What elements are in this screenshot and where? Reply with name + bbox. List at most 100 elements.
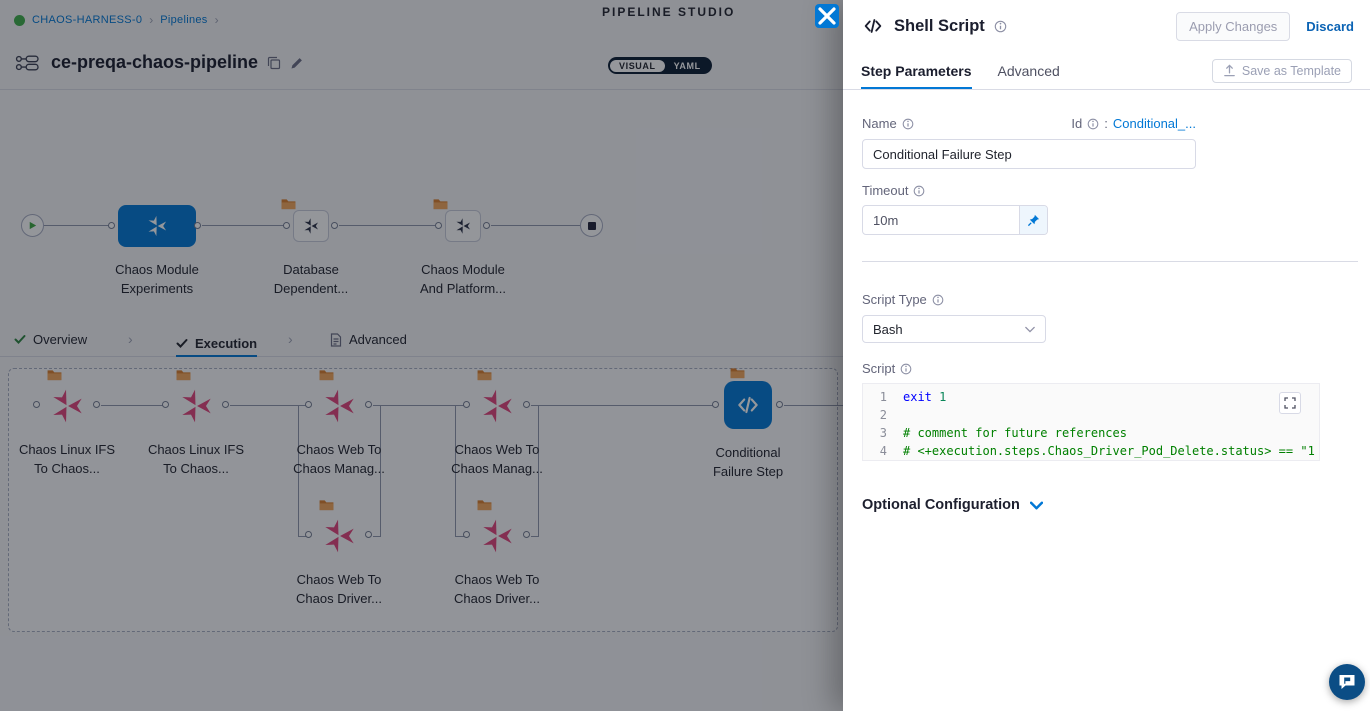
script-label: Script (862, 361, 896, 376)
step-node[interactable] (475, 384, 519, 428)
step-label[interactable]: Chaos Web To Chaos Manag... (293, 442, 385, 476)
save-as-template-button[interactable]: Save as Template (1211, 58, 1352, 83)
step-node[interactable] (45, 384, 89, 428)
input-type-pin-button[interactable] (1019, 206, 1047, 234)
connector-dot[interactable] (162, 401, 169, 408)
tab-label: Execution (195, 336, 258, 351)
connector-dot[interactable] (463, 401, 470, 408)
stage-tab-bar: Overview › Execution › Advanced (0, 324, 843, 357)
name-input[interactable] (862, 139, 1196, 169)
stage-label[interactable]: Chaos Module And Platform... (420, 262, 506, 296)
stage-node-chaos-module-experiments[interactable] (118, 205, 196, 247)
connector-dot[interactable] (365, 531, 372, 538)
tab-advanced[interactable]: Advanced (997, 62, 1060, 79)
name-label: Name (862, 116, 897, 131)
chat-icon (1337, 672, 1357, 692)
stage-node-database-dependent[interactable] (293, 210, 329, 242)
connector-dot[interactable] (305, 401, 312, 408)
breadcrumb-pipelines[interactable]: Pipelines (160, 14, 208, 26)
step-node-conditional-failure[interactable] (724, 381, 772, 429)
tab-advanced[interactable]: Advanced (330, 332, 407, 347)
breadcrumb-separator-icon: › (214, 13, 219, 27)
connector-dot[interactable] (483, 222, 490, 229)
connector-dot[interactable] (222, 401, 229, 408)
step-node[interactable] (317, 514, 361, 558)
info-icon[interactable] (994, 20, 1007, 33)
step-config-drawer: Shell Script Apply Changes Discard Step … (843, 0, 1370, 711)
chaos-experiment-icon (476, 515, 518, 557)
step-label[interactable]: Chaos Web To Chaos Driver... (296, 572, 382, 606)
connector-dot[interactable] (93, 401, 100, 408)
connector-dot[interactable] (33, 401, 40, 408)
tab-label: Overview (33, 332, 88, 347)
connector-line (373, 405, 464, 406)
connector-dot[interactable] (283, 222, 290, 229)
toggle-visual[interactable]: VISUAL (610, 59, 665, 72)
breadcrumb: CHAOS-HARNESS-0 › Pipelines › (14, 13, 219, 27)
support-chat-button[interactable] (1329, 664, 1365, 700)
connector-line (44, 225, 108, 226)
breadcrumb-project[interactable]: CHAOS-HARNESS-0 (32, 14, 143, 26)
pipeline-start-node[interactable] (21, 214, 44, 237)
connector-dot[interactable] (331, 222, 338, 229)
step-label[interactable]: Chaos Web To Chaos Manag... (451, 442, 543, 476)
close-drawer-button[interactable] (815, 4, 839, 28)
connector-dot[interactable] (463, 531, 470, 538)
edit-icon[interactable] (290, 56, 304, 70)
id-colon: : (1104, 116, 1108, 131)
connector-dot[interactable] (194, 222, 201, 229)
breadcrumb-separator-icon: › (149, 13, 154, 27)
chaos-experiment-icon (318, 515, 360, 557)
toggle-yaml[interactable]: YAML (673, 60, 701, 71)
step-node[interactable] (317, 384, 361, 428)
stage-label[interactable]: Database Dependent... (273, 262, 349, 296)
connector-dot[interactable] (523, 531, 530, 538)
copy-icon[interactable] (267, 56, 281, 70)
info-icon[interactable] (902, 118, 914, 130)
step-label[interactable]: Chaos Web To Chaos Driver... (454, 572, 540, 606)
step-label[interactable]: Conditional Failure Step (712, 445, 784, 479)
stage-label[interactable]: Chaos Module Experiments (115, 262, 199, 296)
step-node[interactable] (475, 514, 519, 558)
connector-dot[interactable] (108, 222, 115, 229)
chevron-down-icon (1025, 326, 1035, 333)
tab-execution[interactable]: Execution (176, 332, 258, 357)
connector-dot[interactable] (712, 401, 719, 408)
step-label[interactable]: Chaos Linux IFS To Chaos... (147, 442, 245, 476)
pipeline-studio-header: PIPELINE STUDIO (602, 5, 736, 19)
script-type-select[interactable]: Bash (862, 315, 1046, 343)
visual-yaml-toggle[interactable]: VISUAL YAML (608, 57, 712, 74)
expand-editor-button[interactable] (1279, 392, 1301, 414)
step-node[interactable] (174, 384, 218, 428)
document-icon (330, 332, 342, 347)
chaos-experiment-icon (175, 385, 217, 427)
tab-overview[interactable]: Overview (14, 332, 87, 347)
pipeline-end-node[interactable] (580, 214, 603, 237)
execution-graph-canvas[interactable] (8, 368, 838, 632)
chevron-right-icon: › (288, 331, 293, 347)
optional-configuration-toggle[interactable]: Optional Configuration (862, 497, 1358, 513)
step-id-link[interactable]: Conditional_... (1112, 116, 1196, 131)
connector-dot[interactable] (435, 222, 442, 229)
connector-dot[interactable] (523, 401, 530, 408)
discard-button[interactable]: Discard (1306, 18, 1354, 34)
stop-icon (587, 221, 596, 230)
info-icon[interactable] (913, 185, 925, 197)
connector-line (339, 225, 435, 226)
step-label[interactable]: Chaos Linux IFS To Chaos... (18, 442, 116, 476)
info-icon[interactable] (900, 363, 912, 375)
template-badge-icon (477, 369, 492, 381)
info-icon[interactable] (1087, 118, 1099, 130)
stage-node-chaos-module-platform[interactable] (445, 210, 481, 242)
timeout-input[interactable] (863, 206, 1019, 234)
connector-dot[interactable] (776, 401, 783, 408)
tab-step-parameters[interactable]: Step Parameters (861, 52, 972, 89)
script-type-label: Script Type (862, 292, 927, 307)
template-badge-icon (281, 198, 296, 210)
connector-dot[interactable] (305, 531, 312, 538)
apply-changes-button[interactable]: Apply Changes (1176, 11, 1291, 41)
connector-dot[interactable] (365, 401, 372, 408)
info-icon[interactable] (932, 294, 944, 306)
